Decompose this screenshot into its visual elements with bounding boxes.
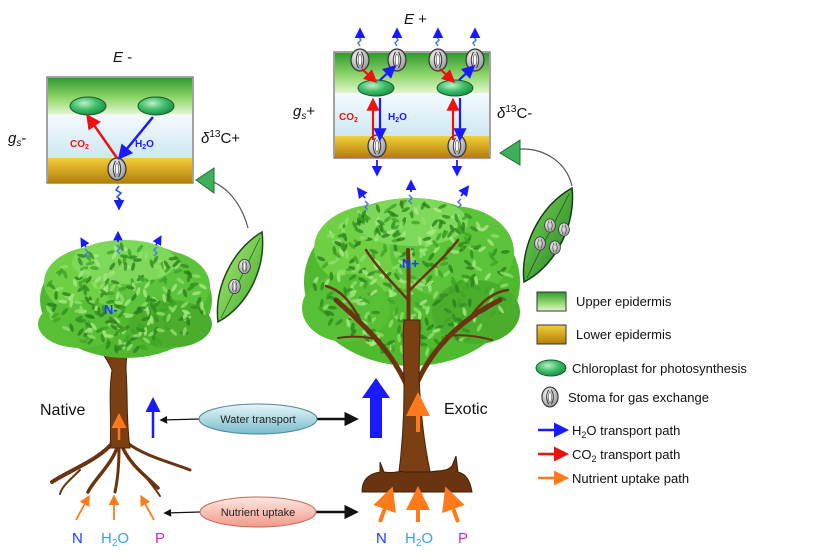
exotic-label: Exotic (444, 401, 488, 418)
native-p-label: P (155, 530, 165, 547)
exotic-roots (361, 455, 473, 493)
legend-item-h2o-path: H2O transport path (538, 422, 680, 440)
exotic-n-label: N (376, 530, 387, 547)
legend-lower-epidermis-label: Lower epidermis (576, 327, 672, 342)
native-leaf-texture (45, 242, 207, 354)
exotic-stoma-top-3 (428, 48, 448, 72)
exotic-crown-vapor (363, 194, 463, 211)
exotic-h2o-top-arrow-2 (458, 65, 476, 81)
exotic-leaf-section: E + CO2 H2O gs+ δ13C- (293, 11, 532, 177)
exotic-vapor-bottom (371, 160, 463, 177)
legend: Upper epidermis Lower epidermis Chloropl… (535, 291, 747, 486)
exotic-leaf-stoma-2 (544, 218, 556, 233)
native-co2-label: CO2 (70, 139, 89, 151)
native-delta-label: δ13C+ (201, 129, 240, 147)
exotic-leaf-stoma-3 (549, 240, 561, 255)
exotic-co2-top-arrow-1 (361, 68, 378, 83)
exotic-chloroplast-left (357, 79, 395, 97)
native-co2-arrow (86, 113, 119, 159)
native-mesophyll (48, 114, 192, 158)
legend-stoma-label: Stoma for gas exchange (568, 390, 709, 405)
legend-h2o-label: H2O transport path (572, 423, 680, 440)
legend-item-co2-path: CO2 transport path (538, 446, 680, 464)
native-leaf-icon (195, 167, 264, 324)
native-crown-vapor (84, 244, 158, 259)
native-crown-vapor-arrows (80, 230, 162, 248)
native-curve-arrowhead (195, 167, 215, 194)
exotic-chloroplast-right (436, 79, 474, 97)
exotic-nitrogen-label: N+ (402, 256, 419, 271)
legend-stoma-icon (541, 386, 559, 408)
legend-item-lower-epidermis: Lower epidermis (536, 324, 672, 345)
native-h2o-arrow (117, 116, 154, 160)
exotic-stoma-top-1 (350, 48, 370, 72)
exotic-stoma-bottom-2 (447, 134, 467, 158)
exotic-h2o-label-bottom: H2O (405, 530, 433, 549)
native-h2o-label: H2O (135, 139, 154, 151)
native-tree: N- Native (38, 230, 212, 497)
exotic-crown-vapor-arrows (356, 179, 470, 199)
exotic-p-label: P (458, 530, 468, 547)
legend-lower-epidermis-swatch (536, 324, 567, 345)
legend-nutrient-label: Nutrient uptake path (572, 471, 689, 486)
legend-co2-label: CO2 transport path (572, 447, 680, 464)
legend-item-chloroplast: Chloroplast for photosynthesis (535, 359, 747, 377)
exotic-leaf-texture (312, 199, 514, 357)
exotic-co2-label: CO2 (339, 112, 358, 124)
exotic-curve-arrowhead (499, 139, 521, 166)
exotic-vapor-top (357, 36, 477, 47)
native-leaf-section: E - CO2 H2O gs- δ13C+ (8, 49, 240, 211)
water-transport-label: Water transport (220, 414, 295, 426)
legend-item-nutrient-path: Nutrient uptake path (538, 470, 689, 486)
exotic-delta-label: δ13C- (497, 104, 532, 122)
exotic-h2o-label: H2O (388, 112, 407, 124)
exotic-stoma-bottom-1 (367, 134, 387, 158)
exotic-gs-label: gs+ (293, 103, 315, 122)
native-h2o-label-bottom: H2O (101, 530, 129, 549)
native-e-label: E - (113, 49, 132, 66)
native-label: Native (40, 402, 85, 419)
nutrient-uptake-pill (199, 496, 317, 528)
exotic-vapor-top-arrows (354, 27, 481, 39)
water-transport-pill (198, 403, 318, 435)
exotic-stoma-top-2 (387, 48, 407, 72)
legend-item-upper-epidermis: Upper epidermis (536, 291, 672, 312)
legend-item-stoma: Stoma for gas exchange (541, 386, 709, 408)
native-leaf-stoma-1 (228, 278, 241, 295)
exotic-co2-top-arrow-2 (439, 68, 456, 83)
native-nitrogen-label: N- (104, 302, 118, 317)
native-leaf-stoma-2 (238, 258, 251, 275)
native-gs-label: gs- (8, 130, 26, 149)
exotic-h2o-top-arrow-1 (379, 65, 397, 81)
exotic-mesophyll (335, 93, 489, 136)
native-chloroplast-left (69, 96, 107, 116)
water-transport-connector: Water transport (159, 403, 359, 435)
legend-chloroplast-icon (535, 359, 567, 377)
exotic-e-label: E + (404, 11, 427, 28)
native-stoma-icon (107, 157, 127, 181)
legend-upper-epidermis-swatch (536, 291, 567, 312)
native-nutrient-inputs: N H2O P (72, 494, 165, 549)
nutrient-uptake-connector: Nutrient uptake (163, 496, 359, 528)
exotic-nutrient-inputs: N H2O P (373, 486, 468, 549)
exotic-leaf-stoma-1 (534, 236, 546, 251)
exotic-tree: N+ Exotic (302, 179, 520, 493)
legend-upper-epidermis-label: Upper epidermis (576, 294, 672, 309)
exotic-water-arrow (362, 378, 390, 438)
native-chloroplast-right (137, 96, 175, 116)
native-n-label: N (72, 530, 83, 547)
exotic-curve-line (511, 148, 573, 187)
native-vapor-wiggle (114, 185, 123, 201)
exotic-leaf-icon (499, 139, 574, 284)
legend-chloroplast-label: Chloroplast for photosynthesis (572, 361, 747, 376)
exotic-stoma-top-4 (465, 48, 485, 72)
nutrient-uptake-label: Nutrient uptake (221, 507, 296, 519)
exotic-leaf-stoma-4 (558, 222, 570, 237)
